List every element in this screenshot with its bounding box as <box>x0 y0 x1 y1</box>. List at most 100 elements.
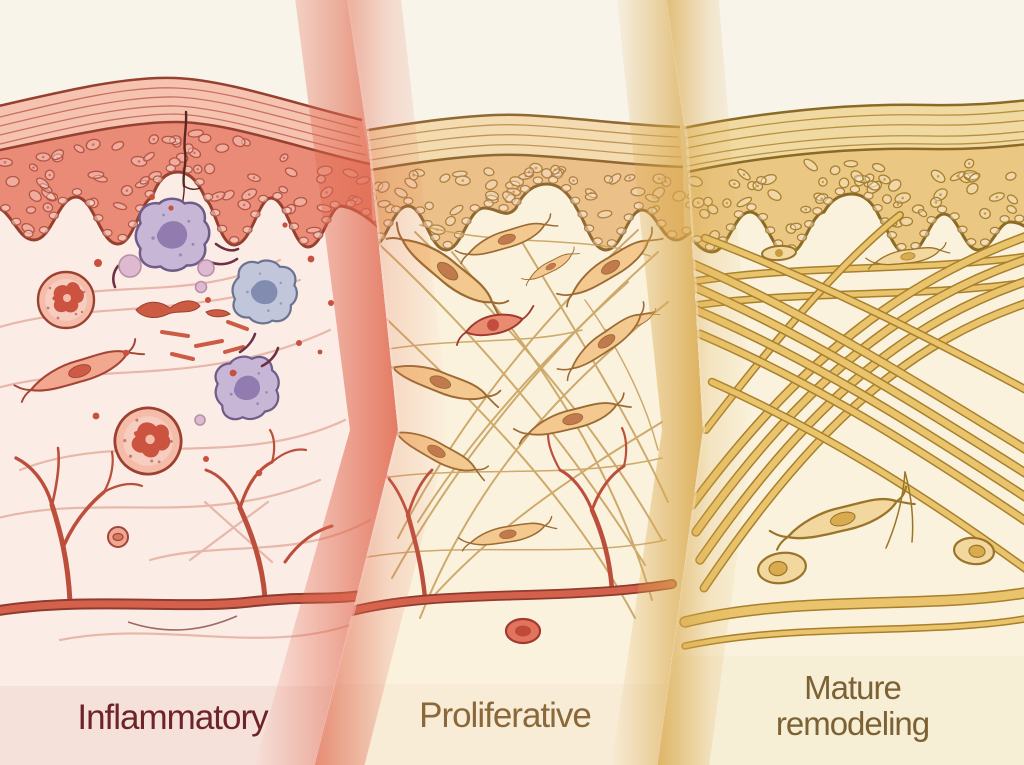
basal-cell <box>102 228 113 237</box>
cell-nucleus-dot <box>252 176 256 179</box>
epidermal-cell <box>843 159 859 168</box>
basal-cell <box>926 216 937 225</box>
basal-cell <box>313 231 324 240</box>
epidermal-cell <box>850 170 864 183</box>
red-spindle-cell <box>456 304 535 346</box>
basal-cell <box>822 196 834 205</box>
panel-divider-glow <box>610 0 703 765</box>
basal-cell <box>548 175 559 184</box>
epidermal-cell <box>424 201 434 211</box>
basal-cell <box>532 176 544 185</box>
basal-cell <box>48 211 60 220</box>
basal-cell <box>57 196 69 205</box>
basal-cell <box>989 226 1001 235</box>
epidermal-cell <box>28 189 42 202</box>
cell-nucleus-dot <box>756 184 760 188</box>
basal-cell <box>570 196 581 205</box>
cell-nucleus-dot <box>175 141 179 144</box>
epidermal-cell <box>829 165 841 176</box>
basal-cell <box>258 194 269 203</box>
cell-nucleus-dot <box>512 190 515 194</box>
epidermal-cell <box>204 163 216 175</box>
epidermal-cell <box>838 177 850 189</box>
epidermal-cell <box>736 196 753 208</box>
basal-cell <box>957 225 968 234</box>
cell-nucleus-dot <box>934 201 938 204</box>
cell-nucleus-dot <box>216 195 219 198</box>
cell-nucleus-dot <box>193 151 196 155</box>
cell-nucleus-dot <box>553 168 557 171</box>
cell-nucleus-dot <box>247 193 251 196</box>
basal-cell <box>165 164 176 173</box>
epidermal-cell <box>93 174 108 183</box>
cell-nucleus-dot <box>628 176 632 180</box>
basal-cell <box>592 237 603 246</box>
basal-cell <box>228 236 240 245</box>
cell-nucleus-dot <box>804 208 808 211</box>
cell-nucleus-dot <box>282 156 286 160</box>
epidermal-cell <box>597 209 613 219</box>
epidermal-cell <box>445 215 456 227</box>
basal-cell <box>127 220 139 229</box>
platelet-debris <box>112 242 280 368</box>
epidermal-cell <box>139 175 150 185</box>
basal-cell <box>23 229 34 238</box>
cell-nucleus-dot <box>821 180 825 184</box>
basal-cell <box>949 212 960 221</box>
epidermal-cell <box>112 202 128 211</box>
sparse-fibroblasts <box>757 242 996 585</box>
epidermal-cell <box>449 204 464 216</box>
phase-label-text: Inflammatory <box>77 698 268 737</box>
basal-cell <box>216 224 228 233</box>
basal-cell <box>250 210 261 219</box>
thin-branch-fibers <box>885 471 914 549</box>
epidermal-cell <box>198 133 212 144</box>
epidermal-cell <box>803 158 819 172</box>
panel-mature-remodeling <box>656 0 1024 765</box>
corneum-striations <box>676 109 1024 169</box>
panel-inflammatory <box>0 0 398 765</box>
basal-cell <box>999 215 1010 224</box>
cell-nucleus-dot <box>48 173 51 177</box>
red-blood-cells <box>92 194 334 477</box>
collagen-bundle <box>702 235 1024 395</box>
epidermal-cell <box>917 208 928 218</box>
basal-cell <box>469 204 480 213</box>
epidermal-cell <box>73 144 85 154</box>
epidermal-cell <box>509 176 525 187</box>
basal-cell <box>979 238 991 247</box>
epidermal-cell <box>899 216 914 227</box>
phase-label-text-line2: remodeling <box>775 705 930 743</box>
basal-cell <box>896 242 907 251</box>
epidermal-cell <box>541 168 553 179</box>
basal-cell <box>577 210 588 219</box>
red-blood-cell <box>504 617 542 645</box>
epidermal-cell <box>161 135 177 145</box>
basal-cell <box>71 188 83 197</box>
basal-cell <box>442 240 453 249</box>
basal-cell <box>117 233 128 242</box>
epidermal-cell <box>50 149 65 161</box>
epidermal-cell <box>41 188 57 201</box>
basal-cell <box>804 220 815 229</box>
cell-nucleus-dot <box>196 167 199 171</box>
cell-nucleus-dot <box>896 203 900 206</box>
basal-cell <box>38 226 50 235</box>
epidermal-cell <box>968 172 981 183</box>
neutrophil-cell <box>38 272 94 328</box>
cell-nucleus-dot <box>91 143 95 146</box>
basal-cell <box>583 224 595 233</box>
round-cell <box>757 551 807 585</box>
epidermal-cell <box>87 170 105 179</box>
epidermal-cell <box>439 173 451 183</box>
cell-nucleus-dot <box>901 196 904 200</box>
cell-nucleus-dot <box>534 166 538 170</box>
phase-label-mature-remodeling: Mature remodeling <box>680 669 1024 743</box>
cell-nucleus-dot <box>152 138 155 141</box>
epidermal-cell <box>111 141 125 151</box>
basal-cell <box>281 206 292 215</box>
corneum-bottom-outline <box>0 120 371 166</box>
basal-cell <box>561 184 572 193</box>
